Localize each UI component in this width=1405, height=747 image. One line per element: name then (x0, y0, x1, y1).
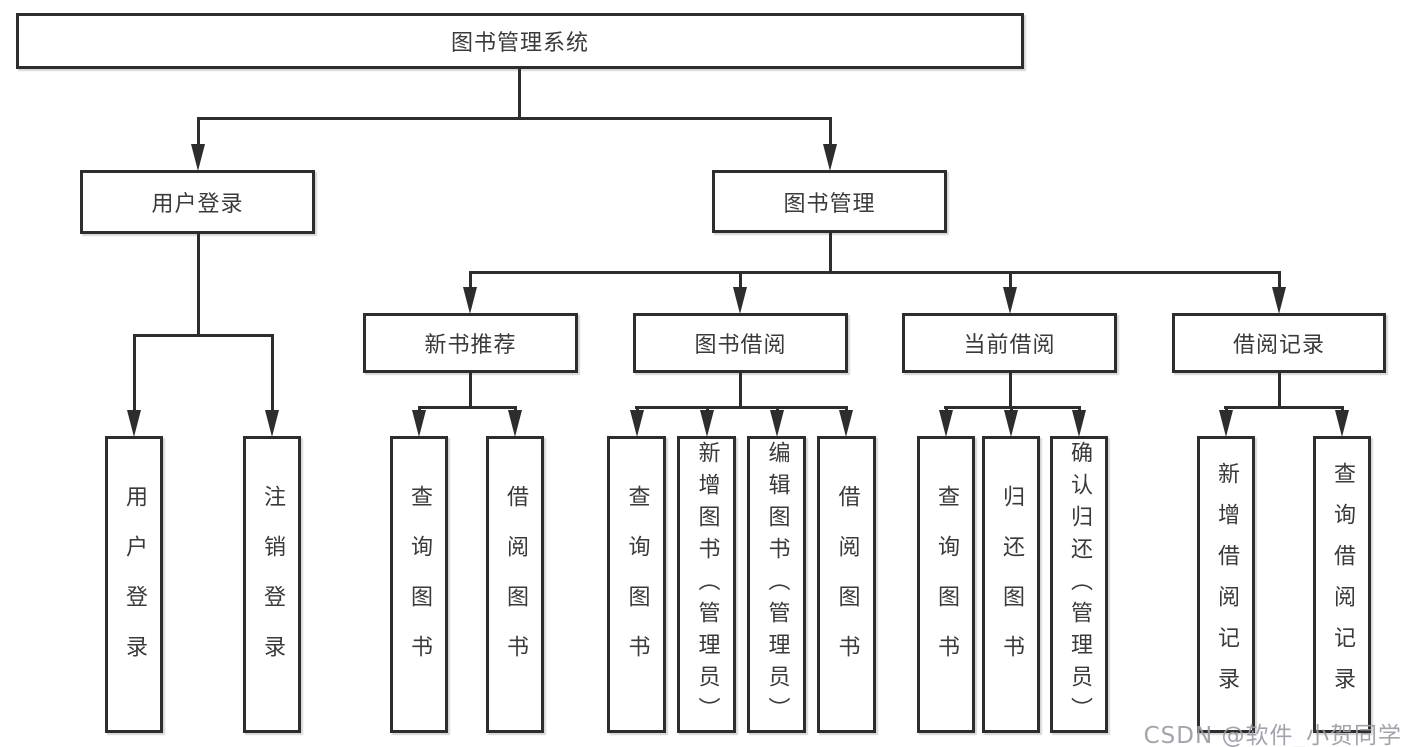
connector-to-current-borrow (1009, 271, 1012, 289)
node-leaf-borrow-books: 借阅图书 (817, 436, 876, 733)
connector-to-new-book (469, 271, 472, 289)
connector-to-user-login (197, 117, 200, 147)
connector-current-borrow-stem (1009, 371, 1012, 409)
node-borrow-records-label: 借阅记录 (1232, 333, 1325, 358)
connector-book-management-stem (829, 231, 832, 274)
arrow-down-icon (1003, 287, 1017, 314)
node-leaf-borrow-books: 借阅图书 (486, 436, 544, 733)
connector-book-borrow-split (635, 406, 848, 409)
node-leaf-user-login-label: 用户登录 (122, 484, 147, 685)
connector-level3-split (469, 271, 1281, 274)
arrow-down-icon (127, 410, 141, 437)
node-leaf-add-borrow-record-label: 新增借阅记录 (1214, 461, 1239, 708)
connector-to-borrow-records (1278, 271, 1281, 289)
node-leaf-add-borrow-record: 新增借阅记录 (1197, 436, 1255, 733)
arrow-down-icon (1335, 410, 1349, 437)
connector-new-book-stem (469, 371, 472, 409)
node-current-borrow: 当前借阅 (902, 313, 1117, 373)
node-new-book-recommend: 新书推荐 (363, 313, 578, 373)
connector-root-split (197, 117, 832, 120)
arrow-down-icon (1072, 410, 1086, 437)
connector-book-borrow-stem (739, 371, 742, 409)
arrow-down-icon (1219, 410, 1233, 437)
node-book-borrow: 图书借阅 (633, 313, 848, 373)
node-leaf-query-books: 查询图书 (390, 436, 448, 733)
connector-new-book-split (418, 406, 517, 409)
node-leaf-edit-book-admin: 编辑图书（管理员） (747, 436, 806, 733)
arrow-down-icon (823, 144, 837, 171)
arrow-down-icon (839, 410, 853, 437)
connector-borrow-records-split (1224, 406, 1344, 409)
arrow-down-icon (770, 410, 784, 437)
node-book-borrow-label: 图书借阅 (694, 333, 787, 358)
node-root-label: 图书管理系统 (450, 31, 589, 56)
arrow-down-icon (265, 410, 279, 437)
arrow-down-icon (939, 410, 953, 437)
arrow-down-icon (463, 287, 477, 314)
node-leaf-borrow-books-label: 借阅图书 (834, 484, 860, 685)
node-book-management: 图书管理 (712, 170, 947, 233)
arrow-down-icon (412, 410, 426, 437)
arrow-down-icon (700, 410, 714, 437)
arrow-down-icon (191, 144, 205, 171)
node-user-login: 用户登录 (80, 170, 315, 234)
node-user-login-label: 用户登录 (151, 192, 244, 217)
connector-to-user-login-leaf (133, 334, 136, 414)
node-leaf-user-login: 用户登录 (105, 436, 163, 733)
watermark: CSDN @软件_小贺同学 (1143, 723, 1402, 747)
connector-root-stem (518, 69, 521, 120)
node-leaf-edit-book-admin-label: 编辑图书（管理员） (764, 440, 790, 729)
node-leaf-query-books: 查询图书 (607, 436, 666, 733)
connector-borrow-records-stem (1278, 371, 1281, 409)
arrow-down-icon (630, 410, 644, 437)
node-leaf-query-books-label: 查询图书 (624, 484, 650, 685)
node-leaf-borrow-books-label: 借阅图书 (503, 484, 528, 685)
node-leaf-query-books: 查询图书 (917, 436, 975, 733)
connector-user-login-split (133, 334, 274, 337)
arrow-down-icon (1004, 410, 1018, 437)
arrow-down-icon (508, 410, 522, 437)
node-leaf-confirm-return-admin: 确认归还（管理员） (1050, 436, 1108, 733)
node-book-management-label: 图书管理 (783, 191, 876, 217)
node-leaf-return-books: 归还图书 (982, 436, 1040, 733)
node-leaf-return-books-label: 归还图书 (999, 484, 1024, 685)
node-leaf-query-borrow-record: 查询借阅记录 (1313, 436, 1371, 733)
node-leaf-query-borrow-record-label: 查询借阅记录 (1330, 461, 1355, 708)
node-leaf-logout-label: 注销登录 (260, 484, 285, 685)
connector-to-book-management (829, 117, 832, 147)
node-leaf-add-book-admin-label: 新增图书（管理员） (694, 440, 720, 729)
connector-user-login-stem (197, 233, 200, 337)
node-leaf-query-books-label: 查询图书 (407, 484, 432, 685)
arrow-down-icon (733, 287, 747, 314)
node-leaf-add-book-admin: 新增图书（管理员） (677, 436, 736, 733)
arrow-down-icon (1272, 287, 1286, 314)
connector-to-book-borrow (739, 271, 742, 289)
connector-to-logout-leaf (271, 334, 274, 414)
node-leaf-query-books-label: 查询图书 (934, 484, 959, 685)
node-leaf-confirm-return-admin-label: 确认归还（管理员） (1067, 440, 1092, 729)
node-root: 图书管理系统 (16, 13, 1024, 69)
node-borrow-records: 借阅记录 (1172, 313, 1386, 373)
node-current-borrow-label: 当前借阅 (963, 333, 1056, 358)
node-new-book-recommend-label: 新书推荐 (424, 333, 517, 358)
node-leaf-logout: 注销登录 (243, 436, 301, 733)
